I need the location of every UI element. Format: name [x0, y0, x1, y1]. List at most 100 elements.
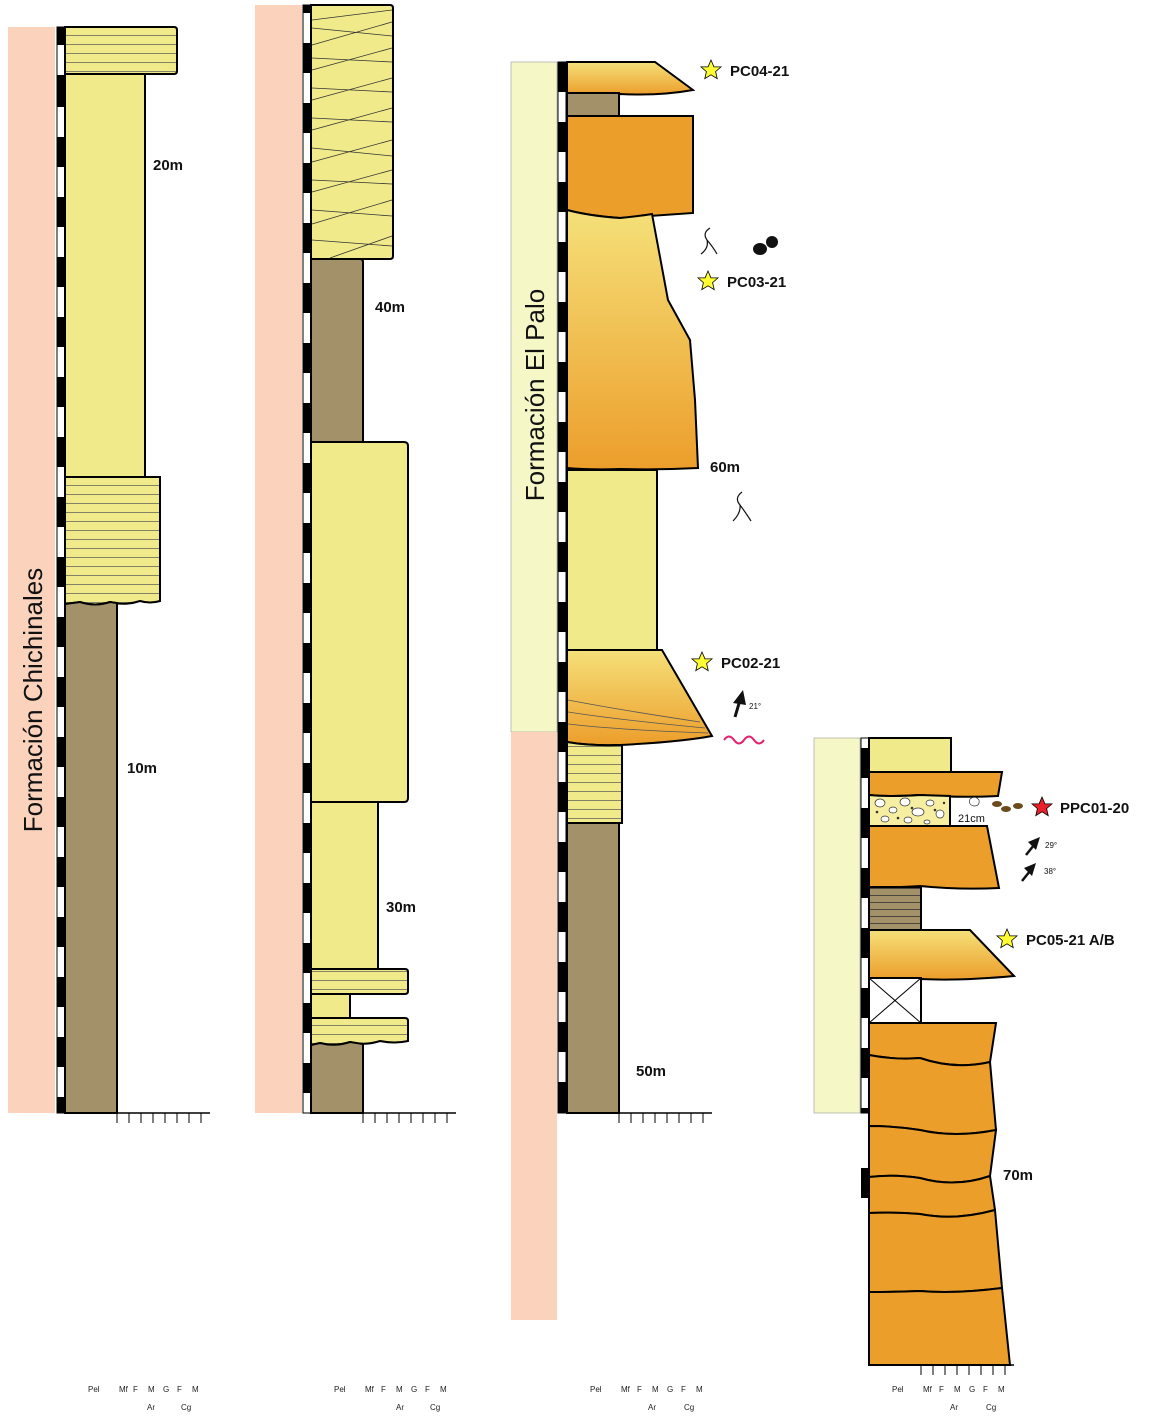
grain-size-scale: Pel Mf F M G F M Ar Cg	[892, 1365, 1014, 1412]
scale-cg-m: M	[696, 1385, 703, 1394]
sample-label-ppc01: PPC01-20	[1060, 800, 1129, 817]
paleocurrent-arrow-icon	[733, 690, 746, 717]
sample-label-pc03: PC03-21	[727, 274, 786, 291]
bed-fining-up-sandstone	[567, 210, 698, 469]
grain-size-scale: Pel Mf F M G F M Ar Cg	[590, 1113, 712, 1412]
dip-label-29: 29°	[1045, 841, 1057, 850]
scale-cg: Cg	[181, 1403, 191, 1412]
bed-laminated-sandstone-2a	[311, 969, 408, 994]
bed-massive-sandstone	[65, 74, 145, 477]
scale-g: G	[411, 1385, 417, 1394]
scale-f: F	[381, 1385, 386, 1394]
column-1: Formación Chichinales 20m 10m Pel Mf F M…	[8, 27, 210, 1412]
bed-conglomerate-4a	[869, 772, 1002, 797]
formation-bar-chichinales-2	[255, 5, 302, 1113]
scale-mf: Mf	[621, 1385, 631, 1394]
scale-cg-f: F	[681, 1385, 686, 1394]
scale-cg: Cg	[430, 1403, 440, 1412]
scale-mf: Mf	[923, 1385, 933, 1394]
paleocurrent-arrow-icon	[1026, 837, 1040, 855]
depth-marker-20m: 20m	[153, 157, 183, 174]
depth-marker-40m: 40m	[375, 299, 405, 316]
bed-laminated-sandstone-3	[567, 742, 622, 823]
scale-cg-f: F	[177, 1385, 182, 1394]
erosive-surface-icon	[724, 737, 764, 744]
scale-cg: Cg	[684, 1403, 694, 1412]
column-4: 21cm PPC01-20 29° 38° PC05-21 A/B 70m	[814, 738, 1129, 1412]
bed-conglomerate-massive	[567, 116, 693, 218]
pebble-icon	[992, 801, 1023, 812]
depth-scale-bar	[303, 5, 311, 1113]
scale-g: G	[969, 1385, 975, 1394]
bed-covered-interval	[869, 978, 921, 1023]
scale-cg-m: M	[440, 1385, 447, 1394]
sample-star-icon	[701, 60, 721, 79]
bed-sandstone-4a	[869, 738, 951, 772]
bed-sandstone-2b	[311, 802, 378, 969]
formation-label-chichinales: Formación Chichinales	[18, 568, 48, 832]
depth-scale-bar	[558, 62, 566, 1113]
scale-pel: Pel	[88, 1385, 100, 1394]
scale-m: M	[954, 1385, 961, 1394]
scale-f: F	[637, 1385, 642, 1394]
scale-g: G	[667, 1385, 673, 1394]
depth-marker-10m: 10m	[127, 760, 157, 777]
depth-scale-bar	[57, 27, 65, 1113]
scale-ar: Ar	[648, 1403, 656, 1412]
bed-cross-laminated-sandstone	[567, 650, 712, 745]
thickness-label: 21cm	[958, 813, 985, 825]
pebble-icon	[970, 797, 980, 806]
bed-massive-sandstone-3	[567, 470, 657, 650]
scale-ar: Ar	[396, 1403, 404, 1412]
formation-bar-chichinales-3	[511, 732, 557, 1320]
sample-label-pc04: PC04-21	[730, 63, 789, 80]
bed-pebbly-sandstone	[869, 795, 950, 826]
scale-cg: Cg	[986, 1403, 996, 1412]
sample-star-fossil-icon	[1032, 797, 1052, 816]
bed-laminated-sandstone-top	[65, 27, 177, 74]
sample-star-icon	[692, 652, 712, 671]
depth-marker-50m: 50m	[636, 1063, 666, 1080]
scale-g: G	[163, 1385, 169, 1394]
depth-marker-70m: 70m	[1003, 1167, 1033, 1184]
bed-conglomerate-stack	[869, 1023, 1010, 1365]
dip-label-21: 21°	[749, 702, 761, 711]
bed-cross-bedded-sandstone	[311, 5, 393, 259]
depth-marker-30m: 30m	[386, 899, 416, 916]
scale-pel: Pel	[334, 1385, 346, 1394]
scale-mf: Mf	[119, 1385, 129, 1394]
sample-star-icon	[698, 271, 718, 290]
sample-label-pc02: PC02-21	[721, 655, 780, 672]
depth-marker-60m: 60m	[710, 459, 740, 476]
scale-ar: Ar	[950, 1403, 958, 1412]
bed-laminated-mudstone	[869, 887, 921, 930]
scale-pel: Pel	[892, 1385, 904, 1394]
nodule-icon	[753, 236, 778, 255]
column-3: Formación El Palo PC04-21 PC03-21 PC02-2…	[511, 60, 789, 1412]
grain-size-scale: Pel Mf F M G F M Ar Cg	[88, 1113, 210, 1412]
bed-mudstone-3b	[567, 823, 619, 1113]
root-trace-icon	[733, 492, 751, 521]
scale-m: M	[148, 1385, 155, 1394]
scale-cg-m: M	[192, 1385, 199, 1394]
bed-fining-up-conglomerate	[869, 930, 1014, 980]
scale-cg-f: F	[425, 1385, 430, 1394]
formation-label-el-palo: Formación El Palo	[520, 289, 550, 501]
bed-conglomerate-4b	[869, 826, 999, 889]
bed-sandstone-2c	[311, 994, 350, 1018]
grain-size-scale: Pel Mf F M G F M Ar Cg	[334, 1113, 456, 1412]
bed-massive-sandstone-2	[311, 442, 408, 802]
column-2: 40m 30m Pel Mf F M G F M Ar Cg	[255, 5, 456, 1412]
scale-cg-f: F	[983, 1385, 988, 1394]
depth-scale-bar	[861, 738, 869, 1198]
dip-label-38: 38°	[1044, 867, 1056, 876]
scale-f: F	[133, 1385, 138, 1394]
bed-laminated-sandstone-2b	[311, 1018, 408, 1045]
bed-mudstone-2b	[311, 1042, 363, 1113]
scale-mf: Mf	[365, 1385, 375, 1394]
scale-cg-m: M	[998, 1385, 1005, 1394]
scale-pel: Pel	[590, 1385, 602, 1394]
scale-m: M	[396, 1385, 403, 1394]
scale-m: M	[652, 1385, 659, 1394]
